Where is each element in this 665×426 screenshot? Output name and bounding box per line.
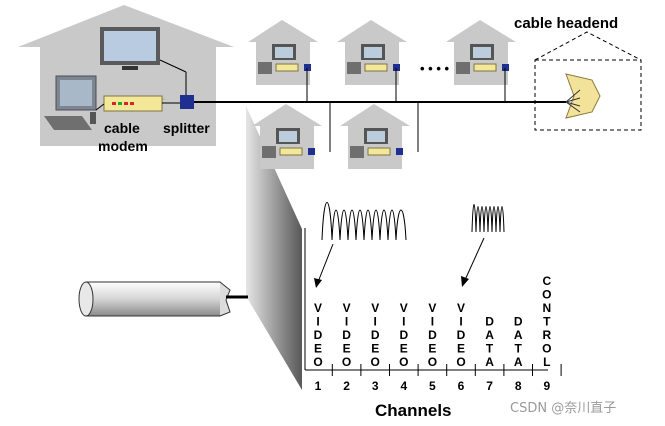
cable-modem-icon	[95, 95, 166, 112]
channel-ticks	[331, 364, 562, 376]
headend-building	[534, 31, 642, 131]
coax-cable-icon	[78, 281, 248, 317]
neighbor-house	[337, 20, 407, 85]
channel-number: 8	[515, 379, 522, 393]
channel-number: 2	[343, 379, 350, 393]
splitter-icon	[180, 95, 194, 109]
cable-headend-label: cable headend	[514, 15, 618, 32]
watermark: CSDN @奈川直子	[510, 401, 616, 416]
splitter-label: splitter	[163, 120, 210, 136]
headend-equipment-icon	[565, 73, 601, 119]
neighbor-house	[340, 104, 410, 169]
zoom-cone	[246, 106, 302, 390]
channel-number: 5	[429, 379, 436, 393]
channel-number: 1	[315, 379, 322, 393]
video-signal-wave	[321, 202, 407, 241]
television-icon	[100, 27, 187, 95]
neighbor-house	[446, 20, 516, 85]
data-signal-wave	[471, 204, 505, 233]
channel-number: 7	[486, 379, 493, 393]
computer-icon	[44, 75, 97, 130]
channel-number: 9	[543, 379, 550, 393]
neighbor-house	[248, 20, 318, 85]
channel-number: 6	[458, 379, 465, 393]
cable-label: cable	[104, 120, 140, 136]
neighbor-house	[252, 104, 322, 169]
channels-title: Channels	[375, 401, 452, 420]
modem-label: modem	[98, 138, 148, 154]
more-houses-ellipsis: • • • •	[420, 61, 449, 76]
channel-number: 4	[400, 379, 407, 393]
channel-number: 3	[372, 379, 379, 393]
